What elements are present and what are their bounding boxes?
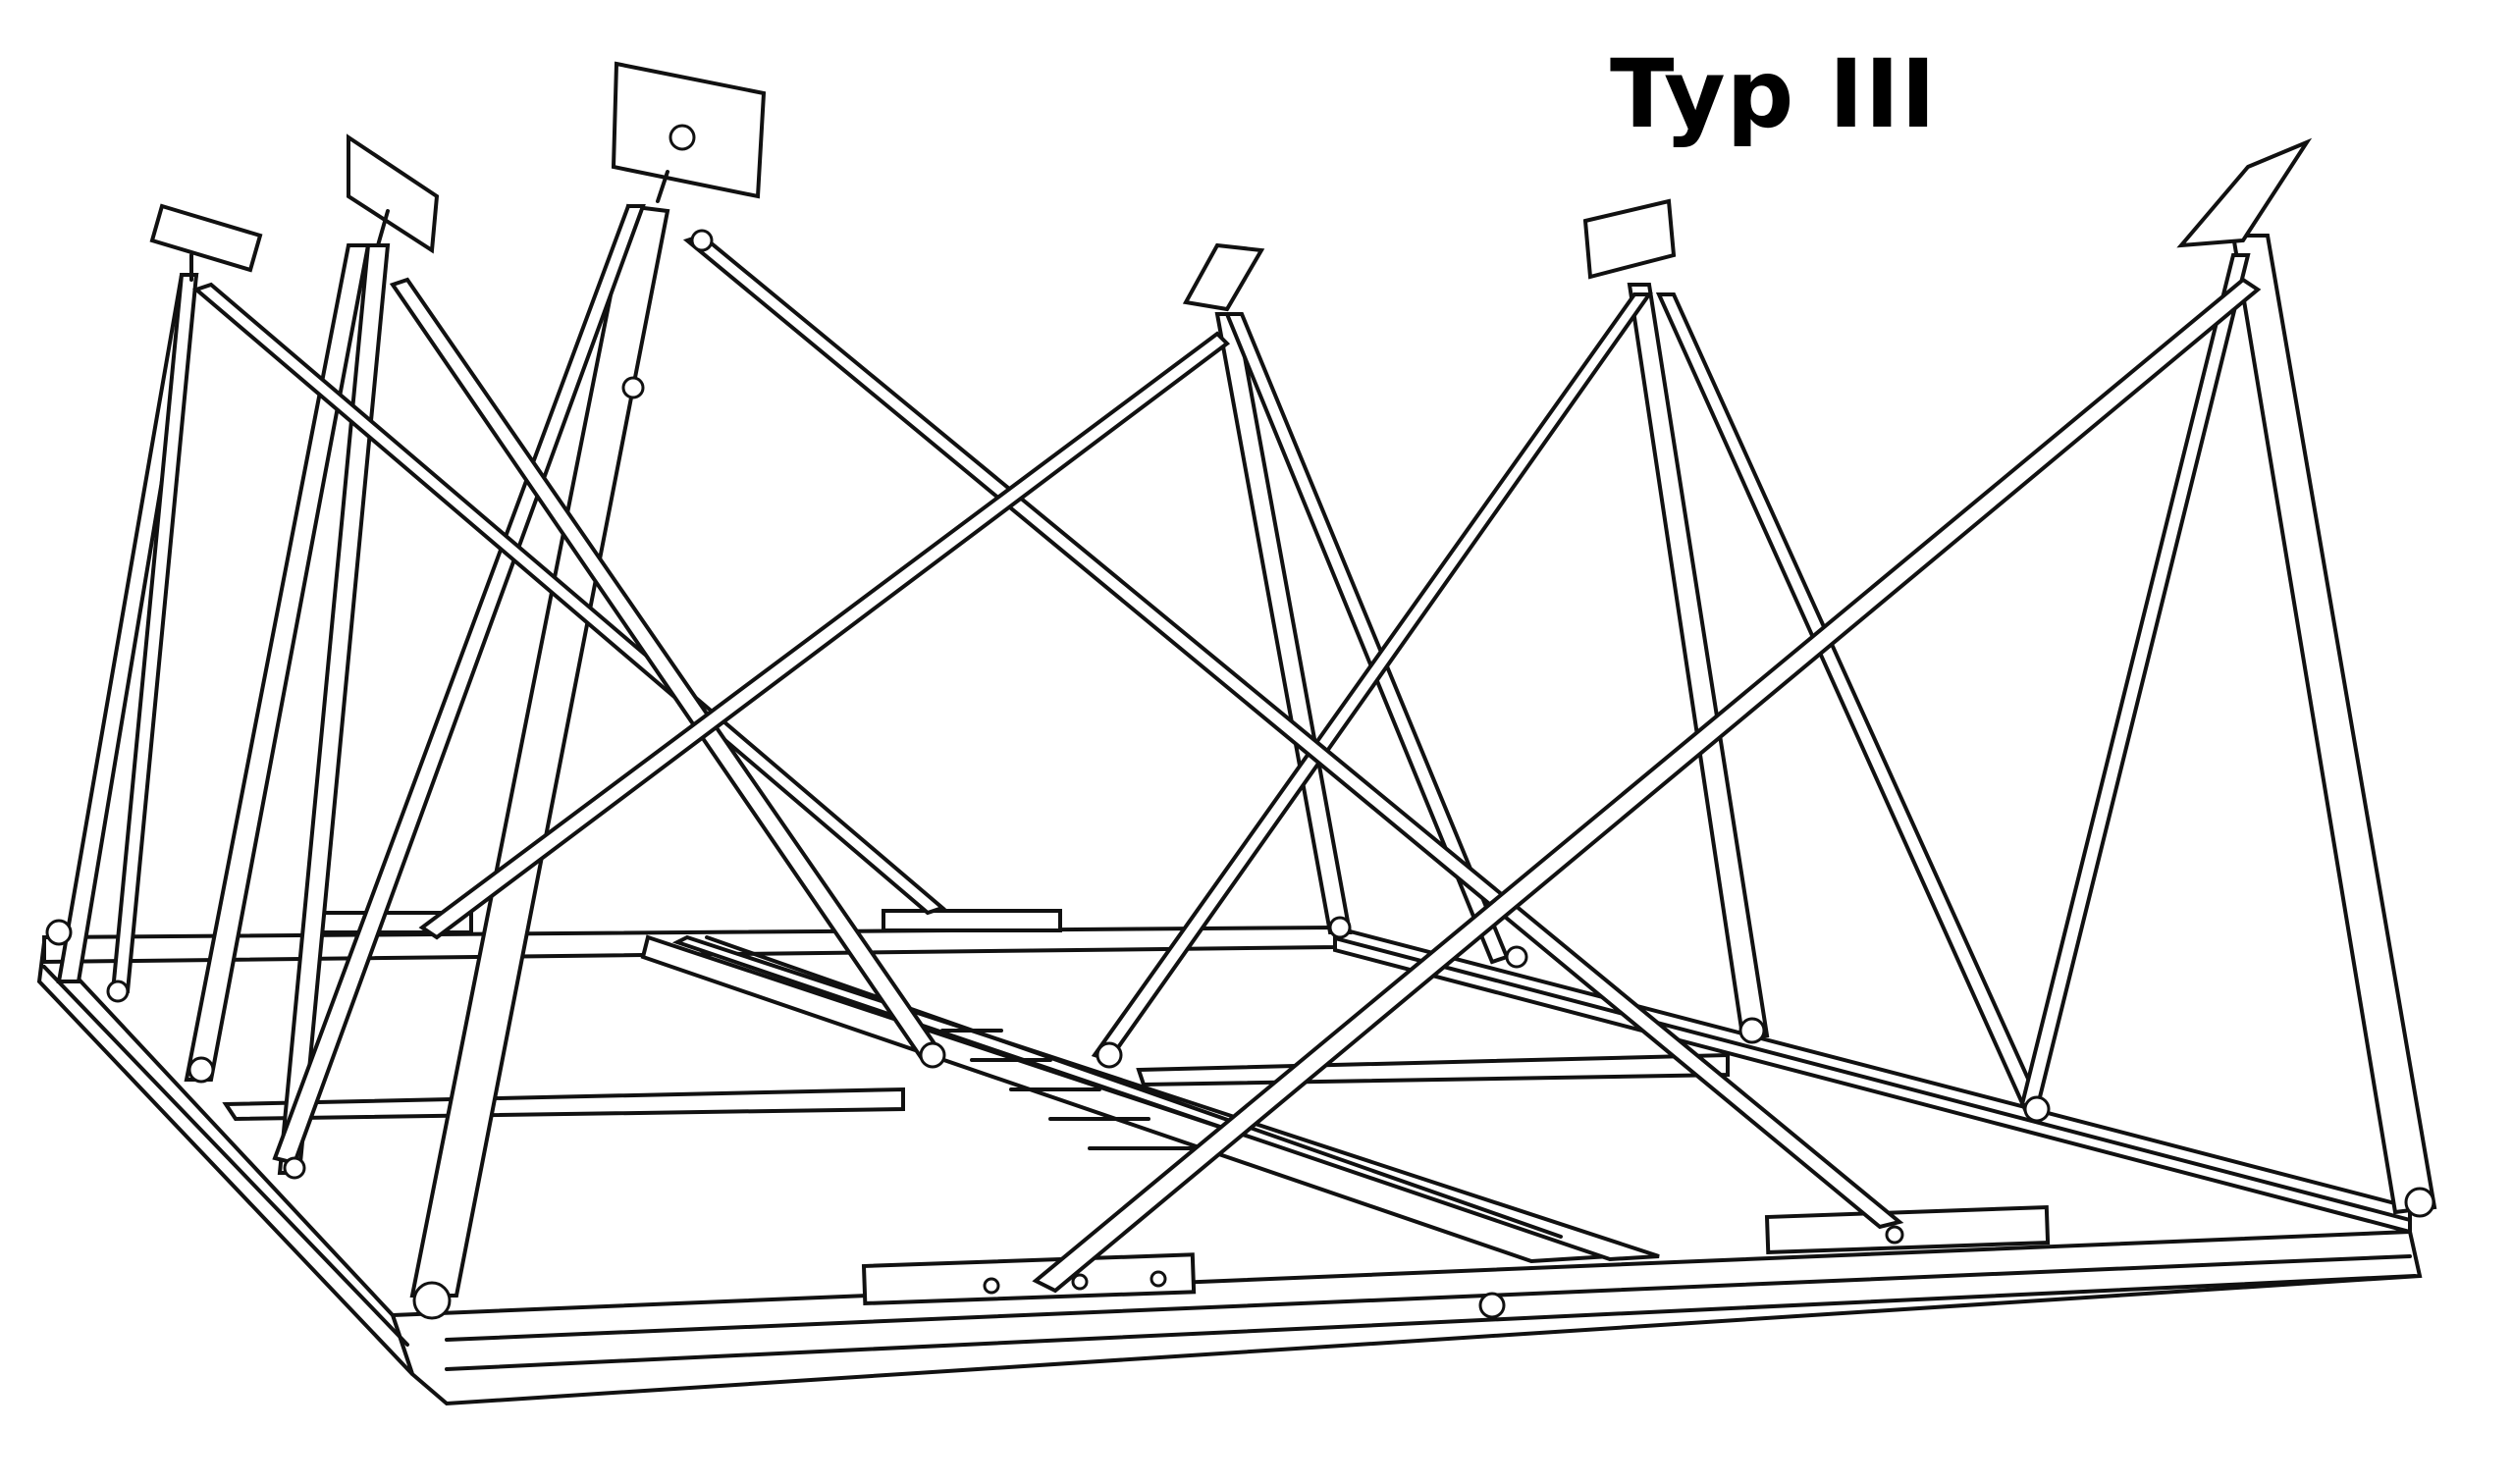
joints xyxy=(45,229,2435,1320)
braces xyxy=(192,233,2262,1294)
leg-top-pads xyxy=(149,61,2313,312)
legs xyxy=(56,203,2437,1298)
figure-title: Typ III xyxy=(1610,39,1937,149)
